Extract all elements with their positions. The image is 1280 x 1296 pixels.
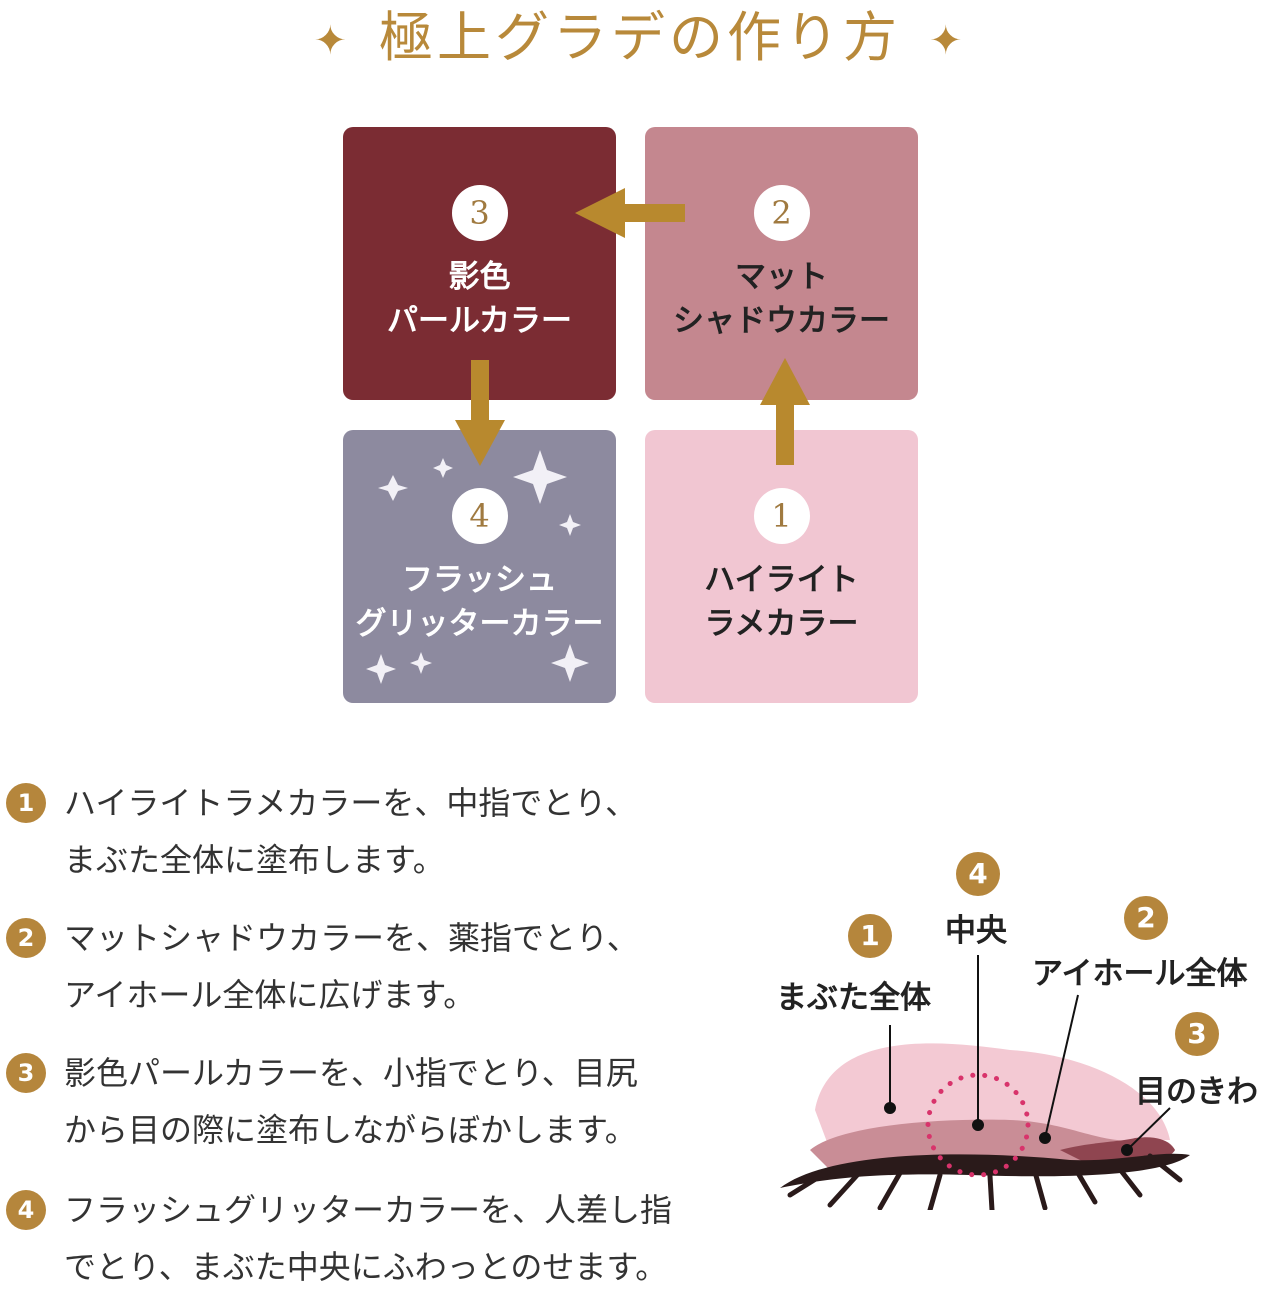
step-text-line2: から目の際に塗布しながらぼかします。 [64,1111,637,1149]
eye-badge-2: 2 [1124,896,1168,940]
step-number: 2 [753,185,810,241]
box-label-line2: ラメカラー [704,606,859,642]
eye-label-1: まぶた全体 [776,980,931,1016]
step-badge: 3 [6,1053,46,1093]
sparkle-decoration-icon [366,450,589,684]
title-text: 極上グラデの作り方 [379,6,901,69]
sparkle-icon: ✦ [313,18,351,65]
step-badge: 2 [6,918,46,958]
arrow-down-icon [455,360,505,466]
eye-label-2: アイホール全体 [1032,956,1248,992]
step-number: 1 [753,488,810,544]
step-box-4: 4 フラッシュグリッターカラー [343,430,616,703]
box-label-line2: グリッターカラー [355,606,604,642]
step-number: 4 [451,488,508,544]
arrow-up-icon [760,358,810,465]
eye-label-3: 目のきわ [1135,1074,1259,1110]
eyelid-whole [815,1043,1170,1150]
center-dotted-circle [925,1072,1031,1178]
step-text-line2: でとり、まぶた中央にふわっとのせます。 [64,1248,668,1286]
box-label-line2: シャドウカラー [673,303,890,339]
eye-diagram [780,955,1190,1210]
page-title: ✦ 極上グラデの作り方 ✦ [0,0,1280,79]
box-label-line1: マット [735,259,828,295]
eye-badge-4: 4 [956,852,1000,896]
box-label-line1: フラッシュ [402,562,557,598]
lash-line [780,1153,1190,1188]
step-number: 3 [451,185,508,241]
step-text-line1: ハイライトラメカラーを、中指でとり、 [64,784,638,822]
eye-label-4: 中央 [945,913,1007,949]
step-text-line2: まぶた全体に塗布します。 [64,841,445,879]
box-label-line1: 影色 [448,259,511,295]
step-text-line1: フラッシュグリッターカラーを、人差し指 [64,1191,673,1229]
eye-badge-1: 1 [848,914,892,958]
step-text-line1: 影色パールカラーを、小指でとり、目尻 [64,1054,638,1092]
step-badge: 1 [6,783,46,823]
step-box-2: 2 マットシャドウカラー [645,127,918,400]
eye-badge-3: 3 [1175,1012,1219,1056]
arrow-left-icon [575,188,685,238]
box-label-line1: ハイライト [704,562,859,598]
step-box-1: 1 ハイライトラメカラー [645,430,918,703]
box-label-line2: パールカラー [386,303,573,339]
step-text-line2: アイホール全体に広げます。 [64,976,476,1014]
step-box-3: 3 影色パールカラー [343,127,616,400]
step-badge: 4 [6,1190,46,1230]
flow-arrows [455,188,810,466]
eyelashes [787,1153,1183,1210]
step-text-line1: マットシャドウカラーを、薬指でとり、 [64,919,639,957]
sparkle-icon: ✦ [929,18,967,65]
